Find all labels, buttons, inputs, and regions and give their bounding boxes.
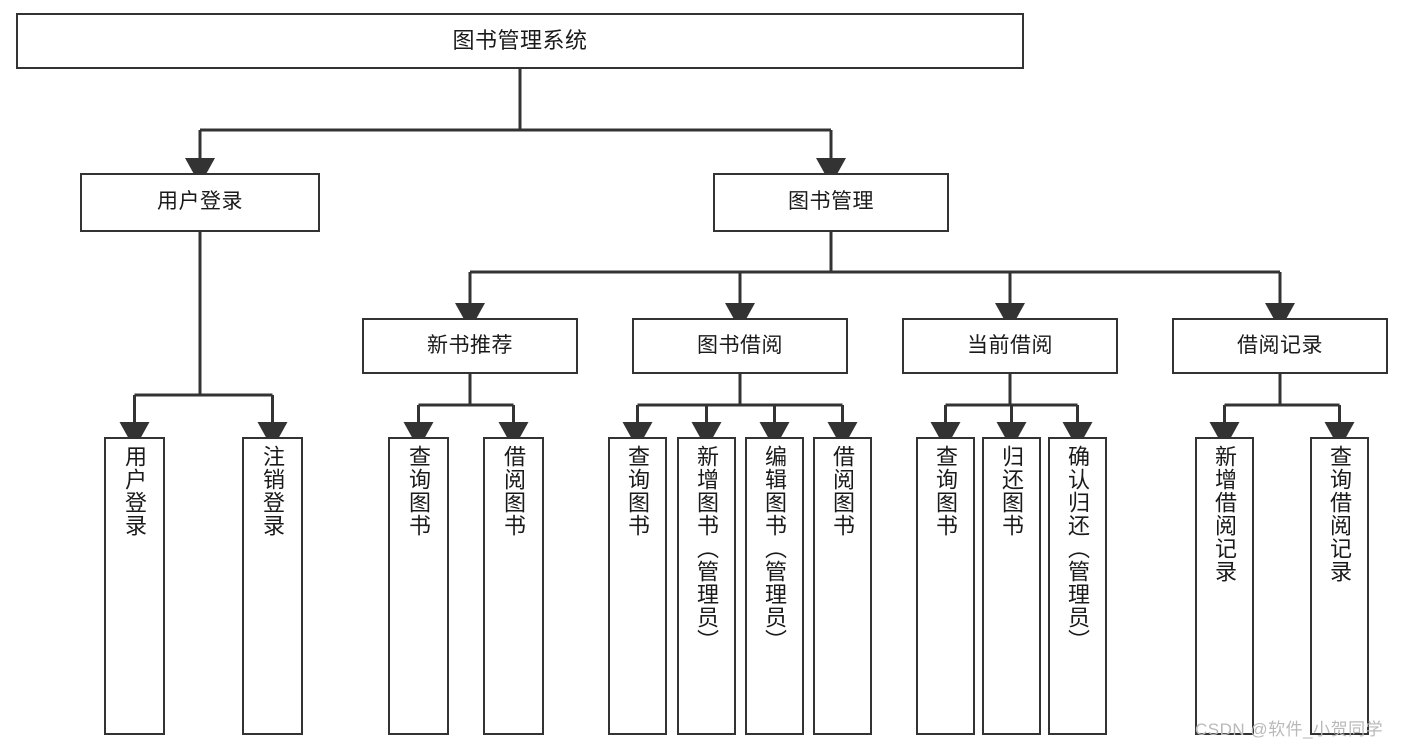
node-root[interactable]: 图书管理系统 <box>16 13 1024 69</box>
node-leaf-confirm-return[interactable]: 确认归还（管理员） <box>1048 437 1107 735</box>
node-label: 借阅图书 <box>830 445 856 537</box>
node-book-manage[interactable]: 图书管理 <box>713 173 949 232</box>
node-label: 图书借阅 <box>697 333 783 357</box>
node-leaf-user-login[interactable]: 用户登录 <box>104 437 165 735</box>
node-label: 图书管理 <box>788 190 874 214</box>
node-label: 借阅记录 <box>1237 333 1323 357</box>
node-label: 注销登录 <box>260 445 286 537</box>
node-leaf-add-record[interactable]: 新增借阅记录 <box>1195 437 1254 735</box>
node-label: 确认归还（管理员） <box>1065 445 1091 652</box>
node-leaf-logout[interactable]: 注销登录 <box>242 437 303 735</box>
node-label: 新增借阅记录 <box>1212 445 1238 583</box>
node-label: 查询图书 <box>406 445 432 537</box>
node-label: 当前借阅 <box>967 333 1053 357</box>
node-current-borrow[interactable]: 当前借阅 <box>902 318 1118 374</box>
node-leaf-borrow-book-1[interactable]: 借阅图书 <box>483 437 544 735</box>
node-label: 查询图书 <box>933 445 959 537</box>
node-label: 归还图书 <box>999 445 1025 537</box>
node-label: 新增图书（管理员） <box>694 445 720 652</box>
node-leaf-return-book[interactable]: 归还图书 <box>982 437 1041 735</box>
node-leaf-query-book-1[interactable]: 查询图书 <box>388 437 449 735</box>
node-label: 查询借阅记录 <box>1327 445 1353 583</box>
node-leaf-query-book-2[interactable]: 查询图书 <box>608 437 667 735</box>
node-label: 查询图书 <box>625 445 651 537</box>
node-borrow-record[interactable]: 借阅记录 <box>1172 318 1388 374</box>
node-label: 用户登录 <box>157 190 243 214</box>
node-leaf-add-book[interactable]: 新增图书（管理员） <box>677 437 736 735</box>
node-label: 图书管理系统 <box>452 28 588 54</box>
node-leaf-query-book-3[interactable]: 查询图书 <box>916 437 975 735</box>
node-label: 新书推荐 <box>427 333 513 357</box>
node-label: 编辑图书（管理员） <box>762 445 788 652</box>
node-user-login[interactable]: 用户登录 <box>80 173 320 232</box>
node-label: 借阅图书 <box>501 445 527 537</box>
node-label: 用户登录 <box>122 445 148 537</box>
node-leaf-borrow-book-2[interactable]: 借阅图书 <box>813 437 872 735</box>
node-leaf-edit-book[interactable]: 编辑图书（管理员） <box>745 437 804 735</box>
node-book-borrow[interactable]: 图书借阅 <box>632 318 848 374</box>
csdn-watermark: CSDN @软件_小贺同学 <box>1195 720 1384 739</box>
node-new-book-rec[interactable]: 新书推荐 <box>362 318 578 374</box>
node-leaf-query-record[interactable]: 查询借阅记录 <box>1310 437 1369 735</box>
